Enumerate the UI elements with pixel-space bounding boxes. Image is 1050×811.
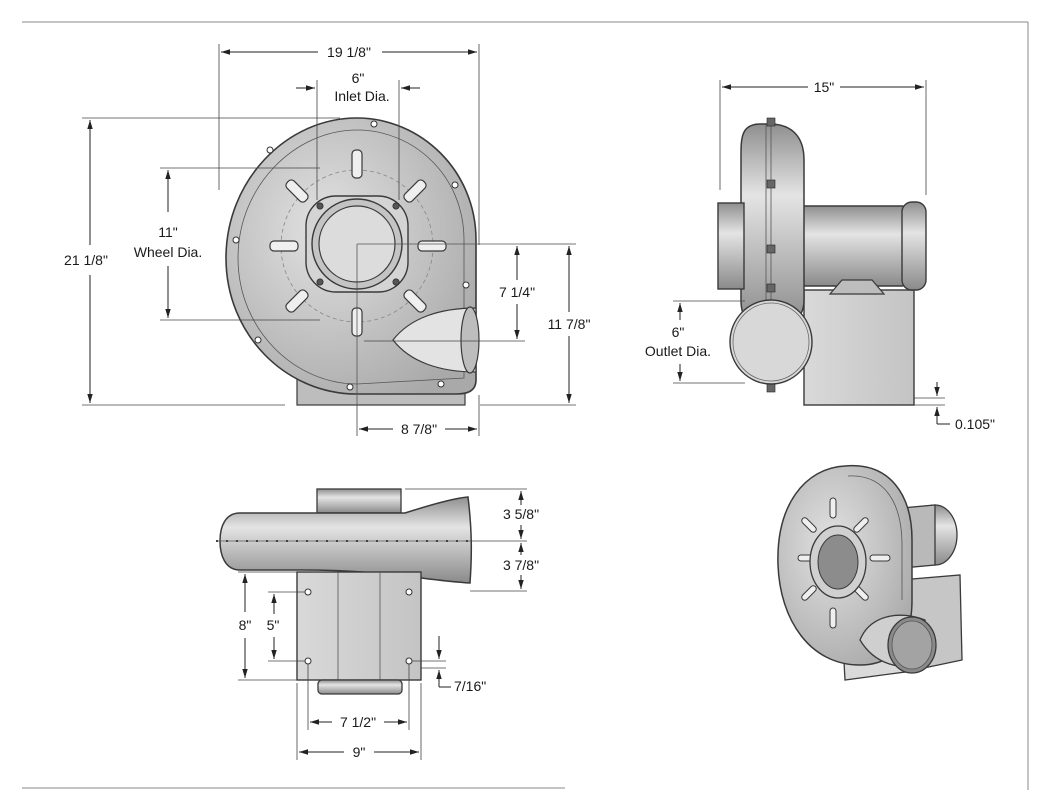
front-view — [225, 117, 520, 406]
dim-center-to-outlet: 7 1/4" — [499, 284, 535, 300]
dim-center-to-side: 8 7/8" — [401, 421, 437, 437]
side-view — [717, 117, 927, 406]
dim-inlet-height: 3 5/8" — [503, 506, 539, 522]
dim-wheel-dia-value: 11" — [158, 224, 178, 240]
side-motor — [795, 205, 909, 287]
dim-base-offset: 0.105" — [955, 416, 995, 432]
side-motor-endcap — [901, 201, 927, 291]
dim-hole-spacing-h: 7 1/2" — [340, 714, 376, 730]
dim-wheel-dia-label: Wheel Dia. — [134, 244, 202, 260]
dim-overall-depth: 15" — [814, 79, 835, 95]
front-outlet-nozzle — [392, 307, 477, 373]
isometric-view — [777, 465, 963, 681]
top-dimensions: 3 5/8" 3 7/8" 8" 5" 7/16" 7 1/2" — [238, 488, 539, 760]
dim-hole-spacing-v: 5" — [267, 617, 280, 633]
dim-inlet-dia-value: 6" — [352, 70, 365, 86]
dim-outlet-dia-label: Outlet Dia. — [645, 343, 711, 359]
front-perimeter-bolts — [232, 120, 470, 391]
side-inlet-stub — [717, 202, 745, 290]
dim-outlet-dia-value: 6" — [672, 324, 685, 340]
top-base-box — [296, 571, 422, 681]
front-inlet-ribs — [269, 149, 447, 337]
dim-overall-width: 19 1/8" — [327, 44, 371, 60]
dim-housing-half: 3 7/8" — [503, 557, 539, 573]
side-base-box — [803, 289, 915, 406]
side-housing — [740, 123, 805, 329]
side-outlet — [729, 299, 813, 385]
top-inlet — [316, 488, 402, 514]
side-dimensions: 15" 6" Outlet Dia. 0.105" — [645, 79, 995, 432]
sheet-border — [22, 21, 1029, 790]
dim-inlet-dia-label: Inlet Dia. — [334, 88, 389, 104]
dim-overall-height: 21 1/8" — [64, 252, 108, 268]
top-view — [216, 488, 473, 695]
top-motor — [317, 679, 403, 695]
dim-hole-offset: 7/16" — [454, 678, 486, 694]
dim-base-height: 8" — [239, 617, 252, 633]
dim-center-height: 11 7/8" — [548, 316, 591, 332]
front-dimensions: 19 1/8" 6" Inlet Dia. 11" Wheel Dia. 21 … — [64, 44, 590, 437]
front-inlet-bolts — [316, 202, 400, 286]
dim-base-width: 9" — [353, 744, 366, 760]
